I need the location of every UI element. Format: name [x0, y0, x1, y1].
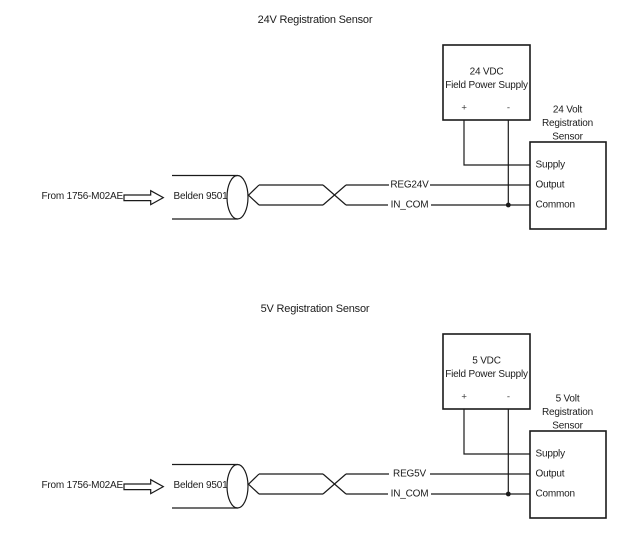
positive-terminal-label: +: [461, 103, 467, 114]
positive-supply-wire: [463, 120, 530, 166]
signal-wire-label: REG5V: [393, 469, 426, 480]
power-supply-box: [442, 333, 531, 410]
cable-wire-fan: [247, 473, 260, 495]
sensor-box: [529, 430, 607, 519]
common-wire-label: IN_COM: [391, 489, 429, 500]
power-supply-name-line1: 5 VDC: [472, 356, 500, 367]
power-supply-name-line2: Field Power Supply: [445, 369, 528, 380]
source-label: From 1756-M02AE: [42, 191, 124, 202]
power-supply-name-line1: 24 VDC: [470, 67, 504, 78]
sensor-name-line2: Registration: [542, 118, 593, 129]
sensor-name-line1: 5 Volt: [556, 394, 580, 405]
diagram-title: 5V Registration Sensor: [261, 303, 370, 315]
common-wire-label: IN_COM: [391, 200, 429, 211]
sensor-name-line3: Sensor: [552, 421, 583, 432]
sensor-terminal-output: Output: [536, 469, 565, 480]
sensor-terminal-common: Common: [536, 489, 575, 500]
sensor-box: [529, 141, 607, 230]
junction-dot: [505, 491, 511, 497]
right-arrow-icon: [123, 478, 165, 495]
sensor-terminal-supply: Supply: [536, 160, 566, 171]
diagram-title: 24V Registration Sensor: [258, 14, 373, 26]
right-arrow-icon: [123, 189, 165, 206]
diagram-5v: 5V Registration Sensor From 1756-M02AE B…: [42, 303, 607, 519]
source-label: From 1756-M02AE: [42, 480, 124, 491]
positive-terminal-label: +: [461, 392, 467, 403]
sensor-terminal-common: Common: [536, 200, 575, 211]
cable-end-ellipse: [226, 463, 249, 509]
junction-dot: [505, 202, 511, 208]
sensor-terminal-supply: Supply: [536, 449, 566, 460]
sensor-terminal-output: Output: [536, 180, 565, 191]
signal-wire-label: REG24V: [390, 180, 429, 191]
cable-end-ellipse: [226, 174, 249, 220]
twist-cross-line-2: [322, 473, 347, 495]
twist-cross-line-2: [322, 184, 347, 206]
diagram-24v: 24V Registration Sensor From 1756-M02AE …: [42, 14, 607, 230]
power-supply-name-line2: Field Power Supply: [445, 80, 528, 91]
sensor-name-line3: Sensor: [552, 132, 583, 143]
cable-label: Belden 9501: [174, 480, 229, 491]
sensor-name-line1: 24 Volt: [553, 105, 583, 116]
power-supply-box: [442, 44, 531, 121]
cable-wire-fan: [247, 184, 260, 206]
cable-label: Belden 9501: [174, 191, 229, 202]
negative-terminal-label: -: [507, 103, 510, 114]
negative-terminal-label: -: [507, 392, 510, 403]
positive-supply-wire: [463, 409, 530, 455]
sensor-name-line2: Registration: [542, 407, 593, 418]
